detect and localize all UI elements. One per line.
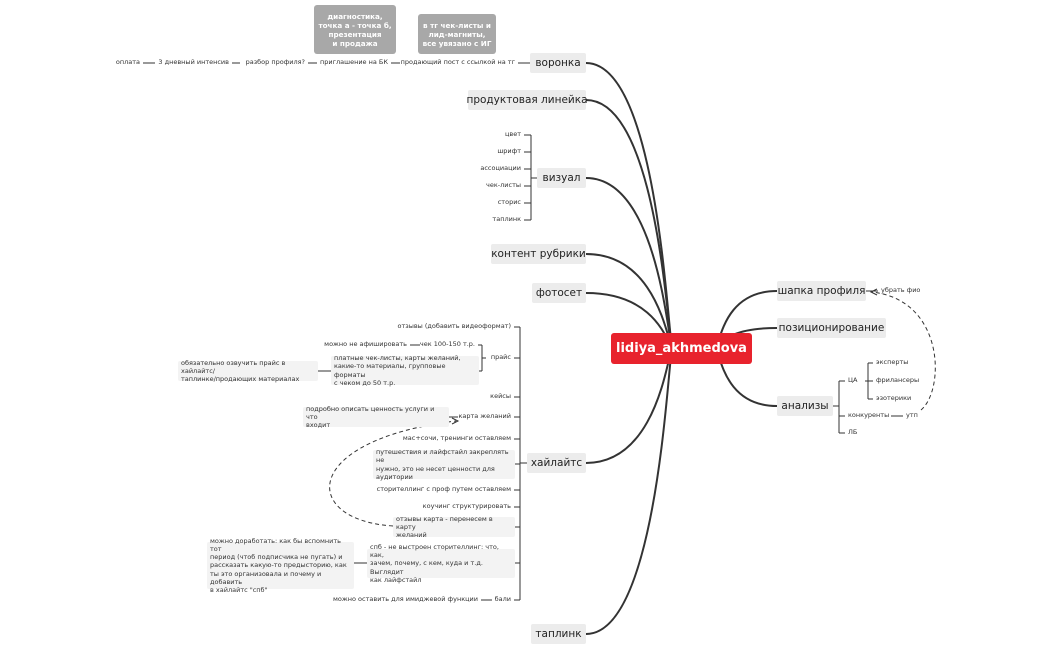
hl-cases[interactable]: кейсы: [490, 392, 511, 401]
hl-spb-note[interactable]: можно доработать: как бы вспомнить тот п…: [207, 537, 354, 594]
voronka-profile-review[interactable]: разбор профиля?: [245, 58, 305, 67]
topic-voronka[interactable]: воронка: [530, 53, 586, 73]
hl-price-paid-note[interactable]: обязательно озвучить прайс в хайлайтс/ т…: [178, 359, 318, 383]
central-topic-lidiya-akhmedova[interactable]: lidiya_akhmedova: [611, 333, 752, 364]
analysis-competitors[interactable]: конкуренты: [848, 411, 890, 420]
bracket-ca: [865, 362, 873, 400]
topic-analysis[interactable]: анализы: [777, 396, 833, 416]
topic-photoset[interactable]: фотосет: [532, 283, 586, 303]
hl-travel[interactable]: путешествия и лайфстайл закреплять не ну…: [373, 448, 515, 481]
vizual-taplink[interactable]: таплинк: [492, 215, 521, 224]
vizual-font[interactable]: шрифт: [497, 147, 521, 156]
topic-positioning[interactable]: позиционирование: [777, 318, 886, 338]
connector-taplink: [585, 347, 673, 635]
vizual-color[interactable]: цвет: [504, 130, 521, 139]
vizual-associations[interactable]: ассоциации: [480, 164, 521, 173]
connector-vizual: [585, 177, 673, 349]
bracket-analysis: [833, 380, 845, 434]
hl-price-paid[interactable]: платные чек-листы, карты желаний, какие-…: [331, 354, 479, 387]
voronka-intensive[interactable]: 3 дневный интенсив: [158, 58, 229, 67]
analysis-ca-experts[interactable]: эксперты: [876, 358, 909, 367]
analysis-lb[interactable]: ЛБ: [848, 428, 858, 437]
analysis-ca-esoteric[interactable]: эзотерики: [876, 394, 912, 403]
connector-highlights: [585, 347, 673, 464]
profile-remove-fio[interactable]: убрать фио: [881, 286, 921, 295]
vizual-checklists[interactable]: чек-листы: [486, 181, 521, 190]
topic-vizual[interactable]: визуал: [537, 168, 586, 188]
relation-arrow-profile: [869, 288, 878, 296]
hl-bali[interactable]: бали: [494, 595, 511, 604]
hl-bali-note[interactable]: можно оставить для имиджевой функции: [333, 595, 478, 604]
hl-price-check-note[interactable]: можно не афишировать: [324, 340, 407, 349]
hl-coaching[interactable]: коучинг структурировать: [422, 502, 511, 511]
hl-reviews-video[interactable]: отзывы (добавить видеоформат): [397, 322, 511, 331]
bracket-price: [478, 344, 486, 372]
topic-profile-header[interactable]: шапка профиля: [777, 281, 866, 301]
hl-wishmap-note[interactable]: подробно описать ценность услуги и что в…: [303, 405, 449, 429]
analysis-usp[interactable]: утп: [906, 411, 918, 420]
hl-reviews-map[interactable]: отзывы карта - перенесем в карту желаний: [393, 515, 515, 539]
bracket-highlights: [519, 327, 527, 600]
hl-price-check[interactable]: чек 100-150 т.р.: [419, 340, 475, 349]
note-tg-checklists: в тг чек-листы и лид-магниты, все увязан…: [418, 14, 496, 54]
voronka-invite-bk[interactable]: приглашение на БК: [319, 58, 388, 67]
analysis-ca-freelancers[interactable]: фрилансеры: [876, 376, 920, 385]
hl-storytelling[interactable]: сторителлинг с проф путем оставляем: [376, 485, 511, 494]
topic-content-rubrics[interactable]: контент рубрики: [491, 244, 586, 264]
hl-price[interactable]: прайс: [490, 353, 511, 362]
hl-spb[interactable]: спб - не выстроен сторителлинг: что, как…: [367, 543, 515, 584]
hl-masks[interactable]: мас+сочи, тренинги оставляем: [402, 434, 511, 443]
connector-voronka: [585, 62, 673, 349]
analysis-ca[interactable]: ЦА: [848, 376, 858, 385]
bracket-vizual: [524, 134, 537, 221]
voronka-payment[interactable]: оплата: [115, 58, 140, 67]
relation-arrow-wishmap: [451, 417, 460, 425]
relation-reviews-to-wishmap: [329, 420, 457, 527]
voronka-sales-post[interactable]: продающий пост с ссылкой на тг: [400, 58, 515, 67]
hl-wishmap[interactable]: карта желаний: [458, 412, 511, 421]
topic-product-line[interactable]: продуктовая линейка: [466, 90, 588, 110]
topic-taplink[interactable]: таплинк: [531, 624, 586, 644]
vizual-stories[interactable]: сторис: [497, 198, 521, 207]
topic-highlights[interactable]: хайлайтс: [527, 453, 586, 473]
note-diagnostics: диагностика, точка а - точка б, презента…: [314, 5, 396, 54]
